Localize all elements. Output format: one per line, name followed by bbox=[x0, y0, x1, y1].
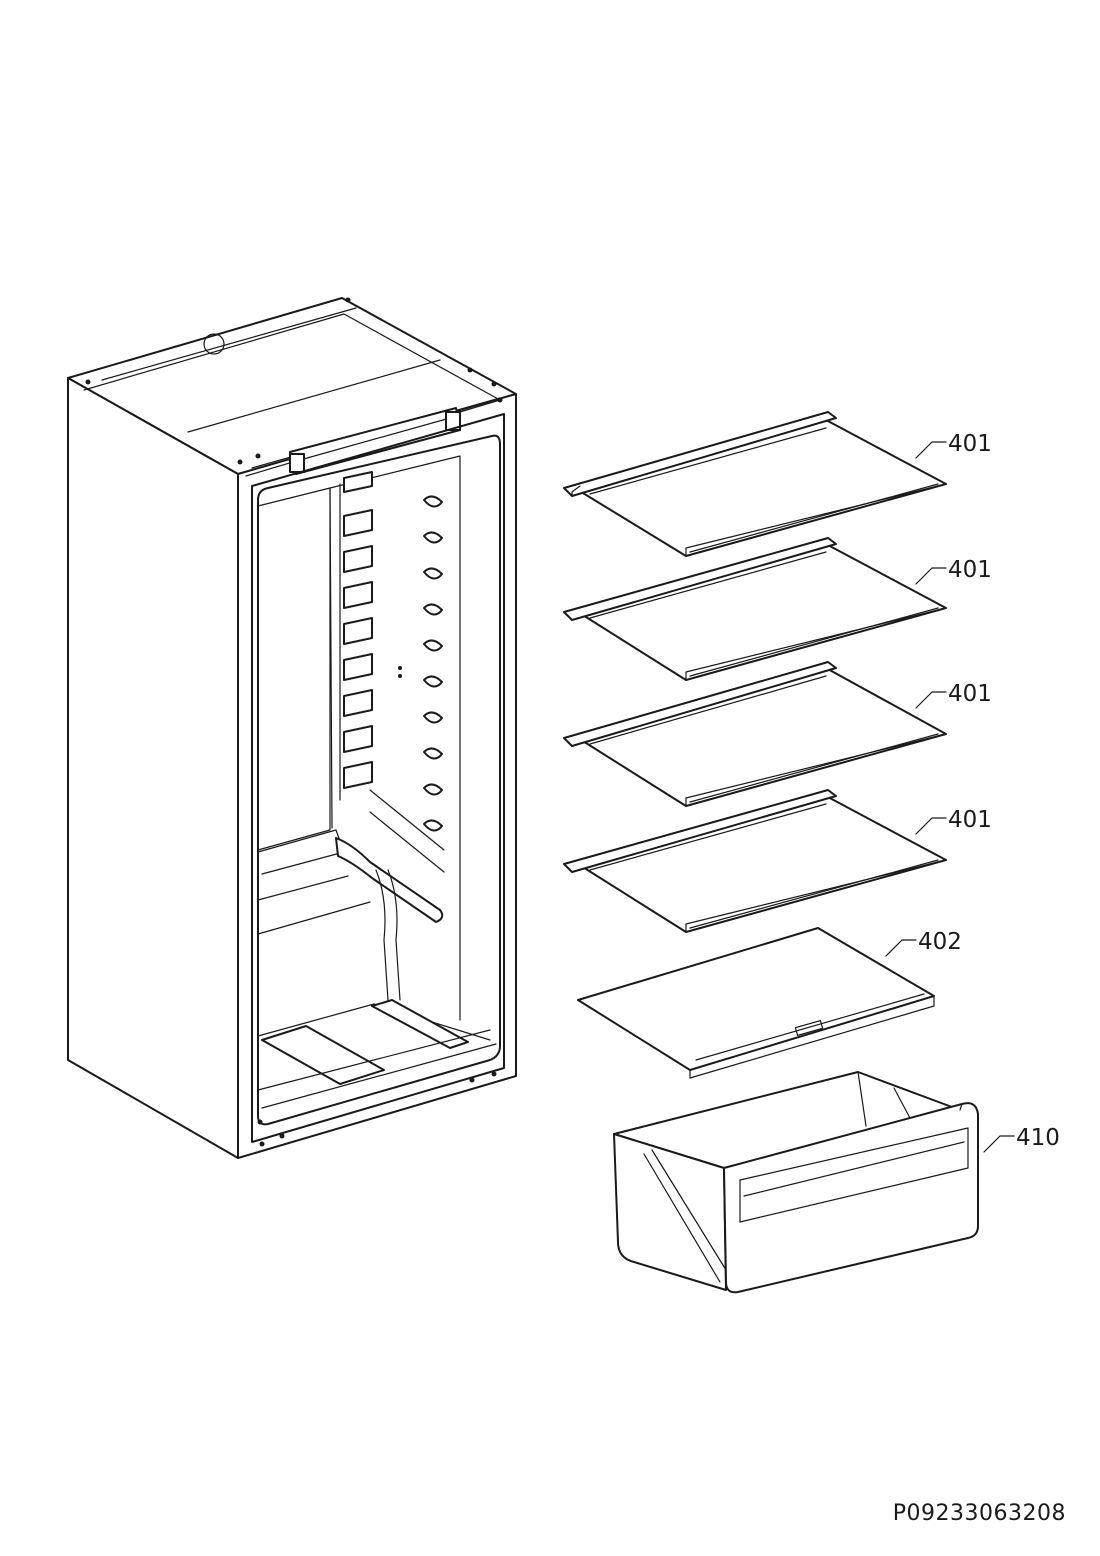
shelf-support-rail bbox=[343, 471, 373, 789]
drawing-number: P09233063208 bbox=[892, 1501, 1066, 1526]
callout-label-crisper-cover: 402 bbox=[918, 929, 962, 955]
glass-shelf bbox=[563, 789, 947, 933]
callout-label-shelf: 401 bbox=[948, 431, 992, 457]
glass-shelf bbox=[563, 411, 947, 557]
callout-label-shelf: 401 bbox=[948, 681, 992, 707]
glass-shelf bbox=[563, 661, 947, 807]
callout-label-crisper-drawer: 410 bbox=[1016, 1125, 1060, 1151]
crisper-cover bbox=[577, 927, 935, 1079]
glass-shelf bbox=[563, 537, 947, 681]
callout-label-shelf: 401 bbox=[948, 807, 992, 833]
callout-label-shelf: 401 bbox=[948, 557, 992, 583]
refrigerator-cabinet bbox=[67, 297, 517, 1159]
callout-leaders bbox=[885, 441, 1015, 1153]
shelf-pegs bbox=[423, 495, 443, 832]
crisper-drawer bbox=[613, 1071, 979, 1294]
